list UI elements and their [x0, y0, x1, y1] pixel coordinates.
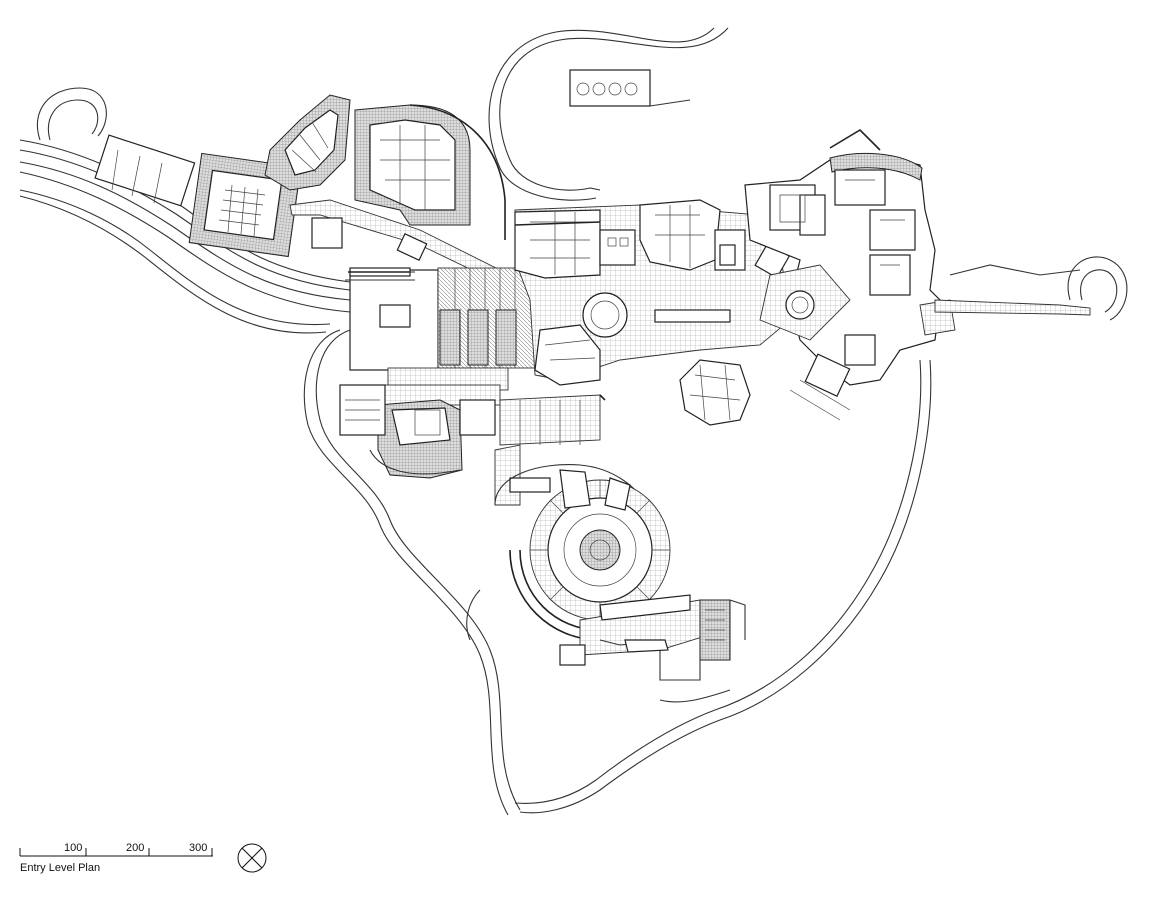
scale-label-200: 200 — [126, 842, 145, 854]
north-arrow-icon — [237, 843, 267, 873]
plan-caption: Entry Level Plan — [20, 862, 101, 874]
research-institute-circular — [494, 464, 746, 681]
scale-label-100: 100 — [64, 842, 83, 854]
perimeter-road — [303, 329, 932, 816]
garden-pavilion — [679, 359, 751, 426]
upper-access-road — [488, 27, 729, 201]
restaurant-building — [339, 384, 501, 479]
ramp-to-institute — [494, 394, 601, 506]
scale-label-300: 300 — [189, 842, 208, 854]
scale-bar — [19, 848, 213, 857]
entrance-hall — [345, 267, 539, 391]
tram-track-left — [19, 87, 351, 334]
east-galleries — [744, 152, 956, 421]
museum-complex — [514, 199, 791, 386]
wall-accents — [348, 128, 881, 401]
east-promenade — [934, 256, 1128, 321]
research-buildings — [264, 94, 506, 240]
